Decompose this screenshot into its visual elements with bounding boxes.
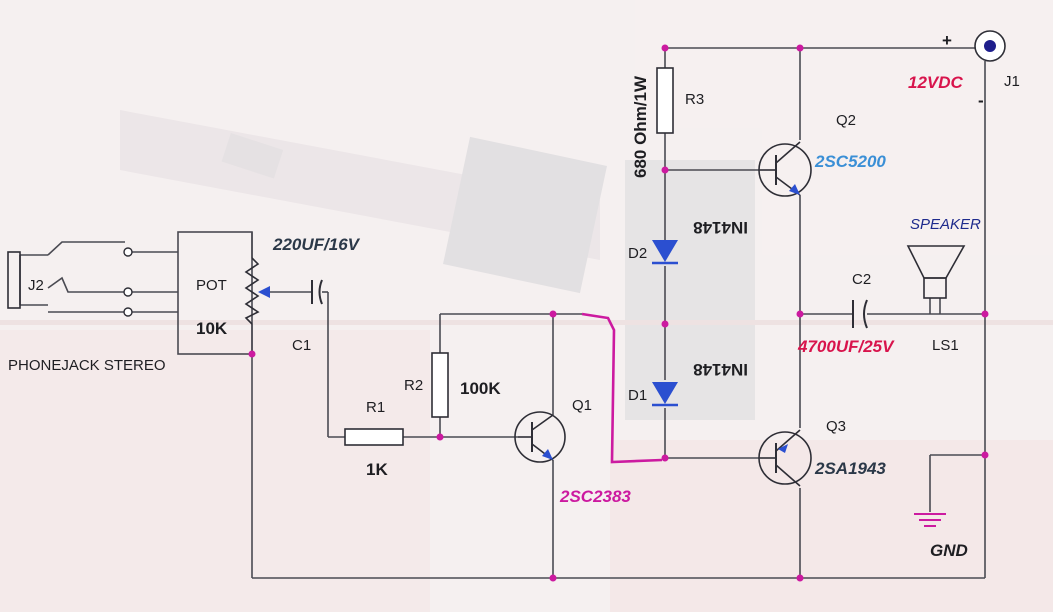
r3-value: 680 Ohm/1W	[631, 75, 650, 178]
junction-dots	[248, 44, 989, 582]
c2-label: C2	[852, 271, 871, 288]
resistor-r1: R1 1K	[344, 399, 404, 479]
junction-dot	[661, 166, 669, 174]
c1-label: C1	[292, 337, 311, 354]
pot-value: 10K	[196, 319, 228, 338]
diode-d1: D1 IN4148	[628, 360, 748, 407]
q2-label: Q2	[836, 112, 856, 129]
wires	[19, 47, 986, 579]
diode-part-bottom: IN4148	[693, 360, 748, 379]
pot-label: POT	[196, 277, 227, 294]
junction-dot	[661, 454, 669, 462]
q3-label: Q3	[826, 418, 846, 435]
resistor-r3: R3 680 Ohm/1W	[631, 67, 704, 178]
q1-label: Q1	[572, 397, 592, 414]
junction-dot	[248, 350, 256, 358]
r2-label: R2	[404, 377, 423, 394]
junction-dot	[549, 310, 557, 318]
junction-dot	[796, 574, 804, 582]
d2-label: D2	[628, 245, 647, 262]
junction-dot	[981, 451, 989, 459]
transistor-q1: Q1 2SC2383	[514, 397, 631, 506]
junction-dot	[981, 310, 989, 318]
capacitor-c1: C1 220UF/16V	[272, 235, 361, 354]
ls1-label: LS1	[932, 337, 959, 354]
resistor-r2: R2 100K	[404, 352, 501, 418]
junction-dot	[796, 44, 804, 52]
q3-part: 2SA1943	[814, 459, 886, 478]
gnd-label: GND	[930, 541, 968, 560]
junction-dot	[661, 320, 669, 328]
potentiometer: POT 10K	[196, 257, 270, 338]
ground-symbol: GND	[914, 513, 968, 560]
junction-dot	[436, 433, 444, 441]
plus-sign: +	[942, 31, 952, 50]
r1-label: R1	[366, 399, 385, 416]
c1-value: 220UF/16V	[272, 235, 361, 254]
q2-part: 2SC5200	[814, 152, 886, 171]
junction-dot	[796, 310, 804, 318]
junction-dot	[661, 44, 669, 52]
r3-label: R3	[685, 91, 704, 108]
capacitor-c2: C2 4700UF/25V	[797, 271, 895, 356]
supply-label: 12VDC	[908, 73, 964, 92]
j2-label: J2	[28, 277, 44, 294]
transistor-q2: Q2 2SC5200	[758, 112, 886, 197]
diode-d2: D2 IN4148	[628, 218, 748, 265]
phone-jack-j2: J2 PHONEJACK STEREO	[7, 247, 166, 374]
speaker-ls1: SPEAKER LS1	[906, 216, 981, 354]
minus-sign: -	[978, 91, 984, 110]
j1-label: J1	[1004, 73, 1020, 90]
speaker-label: SPEAKER	[910, 216, 981, 233]
junction-dot	[549, 574, 557, 582]
jumper-wire	[581, 312, 663, 464]
transistor-q3: Q3 2SA1943	[758, 418, 886, 487]
d1-label: D1	[628, 387, 647, 404]
supply-j1: + - J1 12VDC	[908, 30, 1020, 110]
r1-value: 1K	[366, 460, 388, 479]
q1-part: 2SC2383	[559, 487, 631, 506]
diode-part-top: IN4148	[693, 218, 748, 237]
c2-value: 4700UF/25V	[797, 337, 895, 356]
r2-value: 100K	[460, 379, 501, 398]
phonejack-label: PHONEJACK STEREO	[8, 357, 166, 374]
